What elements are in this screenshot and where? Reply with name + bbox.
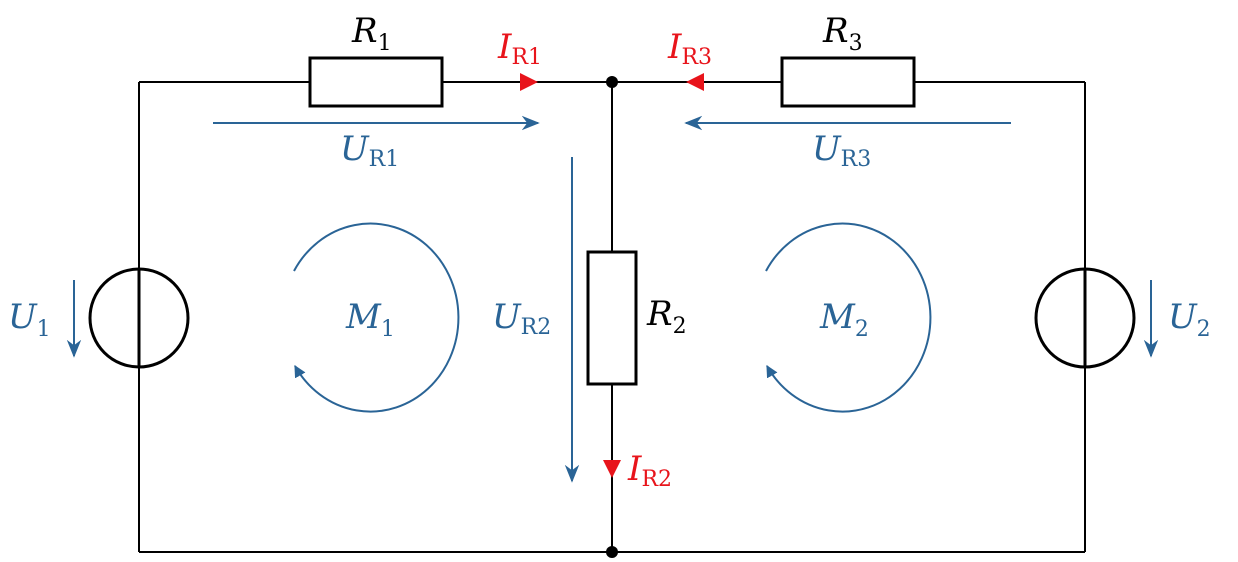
current-arrow-r2 (603, 460, 621, 478)
node-bottom (606, 546, 618, 558)
label-i-r3: IR3 (667, 27, 712, 70)
voltage-arrows (66, 115, 1159, 483)
label-u1: U1 (8, 297, 51, 342)
label-i-r1: IR1 (497, 27, 542, 70)
label-i-r2: IR2 (627, 449, 672, 492)
resistor-r3 (780, 56, 916, 108)
mesh-arc-m2 (765, 222, 932, 413)
label-u-r2: UR2 (492, 297, 551, 340)
mesh-arc-m1 (293, 222, 460, 413)
voltage-source-u1 (88, 267, 190, 369)
current-arrow-r1 (520, 73, 538, 91)
label-r1: R1 (351, 11, 392, 56)
label-r3: R3 (822, 11, 863, 56)
label-mesh-m2: M2 (819, 297, 869, 342)
label-mesh-m1: M1 (345, 297, 395, 342)
resistor-r2 (586, 250, 638, 386)
label-r2: R2 (646, 294, 687, 339)
voltage-source-u2 (1034, 267, 1136, 369)
label-u-r3: UR3 (812, 129, 871, 172)
resistor-r1 (308, 56, 444, 108)
mesh-arcs (293, 222, 932, 413)
label-u-r1: UR1 (340, 129, 399, 172)
label-u2: U2 (1168, 297, 1211, 342)
current-arrow-r3 (686, 73, 704, 91)
node-top (606, 76, 618, 88)
